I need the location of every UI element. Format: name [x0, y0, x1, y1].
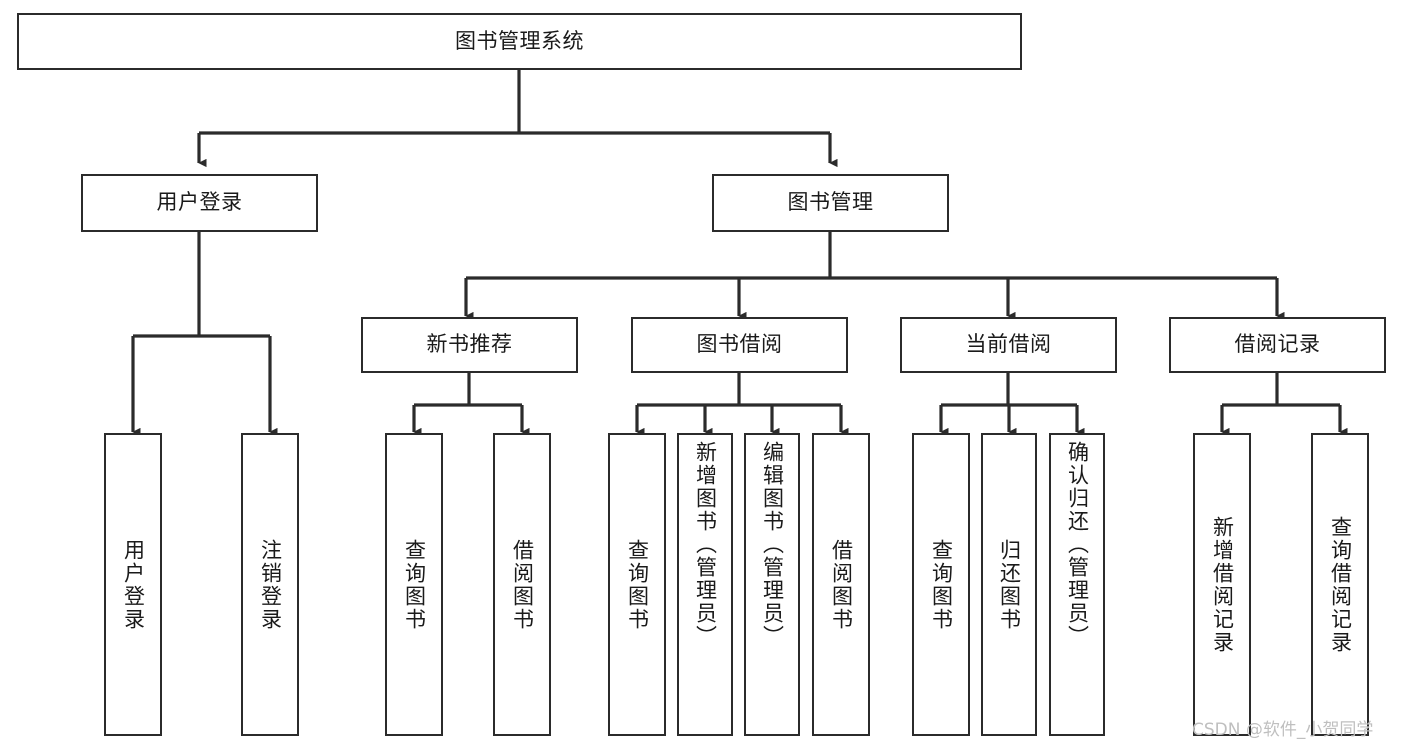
- node-current-borrow[interactable]: 当前借阅: [900, 317, 1117, 373]
- leaf-borrow-add-book-admin[interactable]: 新增图书（管理员）: [677, 433, 733, 736]
- node-label: 注销登录: [258, 538, 283, 631]
- node-label: 借阅记录: [1234, 332, 1321, 357]
- node-label: 归还图书: [997, 538, 1022, 631]
- node-label: 图书管理: [787, 190, 874, 215]
- leaf-borrow-borrow-book[interactable]: 借阅图书: [812, 433, 870, 736]
- node-root-book-management-system[interactable]: 图书管理系统: [17, 13, 1022, 70]
- node-user-login[interactable]: 用户登录: [81, 174, 318, 232]
- leaf-record-add-borrow-record[interactable]: 新增借阅记录: [1193, 433, 1251, 736]
- leaf-current-query-book[interactable]: 查询图书: [912, 433, 970, 736]
- node-label: 用户登录: [156, 190, 243, 215]
- leaf-recommend-borrow-book[interactable]: 借阅图书: [493, 433, 551, 736]
- node-label: 借阅图书: [510, 538, 535, 631]
- node-label: 图书借阅: [696, 332, 783, 357]
- leaf-borrow-edit-book-admin[interactable]: 编辑图书（管理员）: [744, 433, 800, 736]
- leaf-record-query-borrow-record[interactable]: 查询借阅记录: [1311, 433, 1369, 736]
- node-label: 图书管理系统: [455, 28, 584, 53]
- node-book-management[interactable]: 图书管理: [712, 174, 949, 232]
- node-label: 查询图书: [625, 538, 650, 631]
- leaf-borrow-query-book[interactable]: 查询图书: [608, 433, 666, 736]
- node-book-borrow[interactable]: 图书借阅: [631, 317, 848, 373]
- node-label: 借阅图书: [829, 538, 854, 631]
- leaf-current-return-book[interactable]: 归还图书: [981, 433, 1037, 736]
- leaf-user-login-logout[interactable]: 注销登录: [241, 433, 299, 736]
- node-label: 查询借阅记录: [1328, 515, 1353, 654]
- leaf-recommend-query-book[interactable]: 查询图书: [385, 433, 443, 736]
- node-label: 确认归还（管理员）: [1065, 441, 1090, 648]
- node-label: 当前借阅: [965, 332, 1052, 357]
- node-borrow-record[interactable]: 借阅记录: [1169, 317, 1386, 373]
- node-label: 新增借阅记录: [1210, 515, 1235, 654]
- leaf-current-confirm-return-admin[interactable]: 确认归还（管理员）: [1049, 433, 1105, 736]
- node-label: 新书推荐: [426, 332, 513, 357]
- node-new-book-recommend[interactable]: 新书推荐: [361, 317, 578, 373]
- leaf-user-login-login[interactable]: 用户登录: [104, 433, 162, 736]
- node-label: 查询图书: [929, 538, 954, 631]
- node-label: 编辑图书（管理员）: [760, 441, 785, 648]
- node-label: 用户登录: [121, 538, 146, 631]
- node-label: 查询图书: [402, 538, 427, 631]
- node-label: 新增图书（管理员）: [693, 441, 718, 648]
